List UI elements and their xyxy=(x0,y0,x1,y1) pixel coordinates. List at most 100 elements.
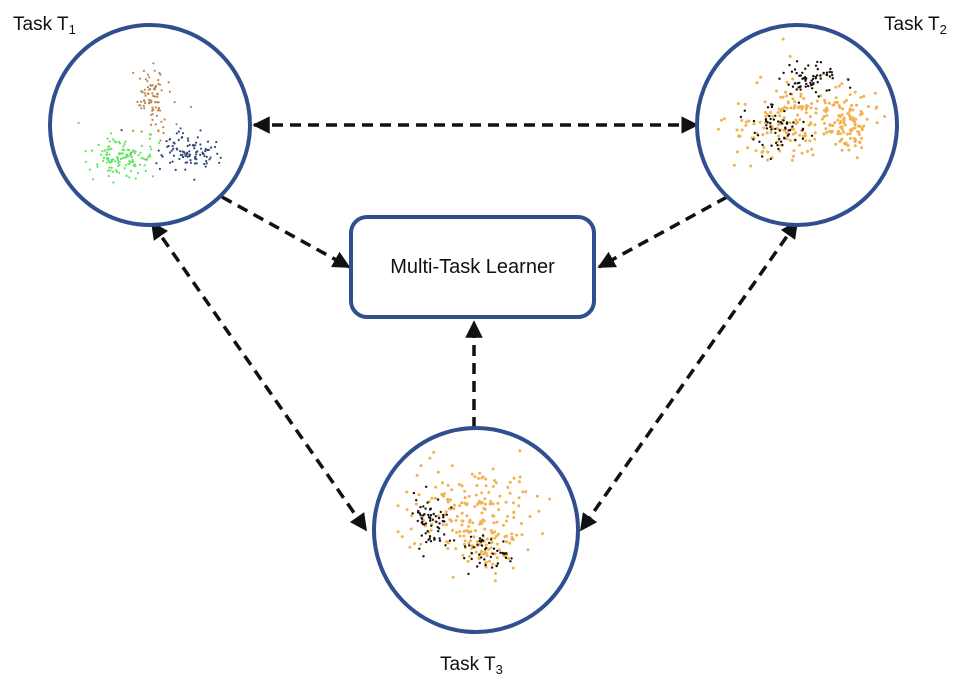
scatter-point xyxy=(796,106,800,110)
scatter-point xyxy=(423,513,426,516)
scatter-point xyxy=(809,106,813,110)
task2-scatter xyxy=(716,37,887,168)
scatter-point xyxy=(792,154,795,158)
scatter-point xyxy=(782,119,785,122)
scatter-point xyxy=(474,550,478,554)
scatter-point xyxy=(840,82,844,86)
scatter-point xyxy=(491,502,495,506)
scatter-point xyxy=(744,120,748,124)
scatter-point xyxy=(195,153,198,156)
scatter-point xyxy=(424,507,427,510)
scatter-point xyxy=(793,68,797,71)
scatter-point xyxy=(804,111,808,115)
scatter-point xyxy=(795,71,798,75)
scatter-point xyxy=(481,539,485,542)
scatter-point xyxy=(812,74,815,78)
scatter-point xyxy=(118,142,121,145)
scatter-point xyxy=(762,126,766,130)
scatter-point xyxy=(776,144,779,147)
scatter-point xyxy=(186,137,189,140)
scatter-point xyxy=(749,164,753,168)
scatter-point xyxy=(149,155,152,158)
scatter-point xyxy=(452,507,456,511)
scatter-point xyxy=(150,113,153,116)
scatter-point xyxy=(152,94,155,97)
scatter-point xyxy=(177,130,180,133)
scatter-point xyxy=(484,565,488,569)
scatter-point xyxy=(128,176,131,179)
scatter-point xyxy=(764,118,768,121)
scatter-point xyxy=(770,144,773,147)
scatter-point xyxy=(480,556,483,559)
scatter-point xyxy=(505,540,508,544)
scatter-point xyxy=(848,93,852,97)
scatter-point xyxy=(489,500,493,503)
scatter-point xyxy=(487,490,491,494)
scatter-point xyxy=(413,542,416,546)
scatter-point xyxy=(425,540,428,544)
scatter-point xyxy=(831,124,835,127)
scatter-point xyxy=(816,67,819,71)
scatter-point xyxy=(151,92,154,95)
scatter-point xyxy=(782,116,786,120)
scatter-point xyxy=(152,108,155,111)
scatter-point xyxy=(778,77,781,80)
scatter-point xyxy=(110,161,113,164)
scatter-point xyxy=(781,122,784,125)
scatter-point xyxy=(113,140,116,143)
scatter-point xyxy=(410,514,414,518)
scatter-point xyxy=(161,155,164,158)
scatter-point xyxy=(204,149,207,153)
scatter-point xyxy=(855,103,859,107)
scatter-point xyxy=(802,134,806,138)
scatter-point xyxy=(473,505,477,508)
scatter-point xyxy=(454,519,458,522)
scatter-point xyxy=(437,516,441,520)
scatter-point xyxy=(504,500,508,504)
scatter-point xyxy=(488,541,491,545)
scatter-point xyxy=(783,137,786,140)
scatter-point xyxy=(495,556,499,560)
scatter-point xyxy=(810,147,814,151)
scatter-point xyxy=(491,562,495,566)
scatter-point xyxy=(470,472,474,476)
scatter-point xyxy=(195,162,198,165)
scatter-point xyxy=(166,145,169,148)
scatter-point xyxy=(121,148,124,151)
scatter-point xyxy=(468,544,471,547)
scatter-point xyxy=(465,514,469,518)
scatter-point xyxy=(517,496,521,500)
scatter-point xyxy=(105,153,108,156)
scatter-point xyxy=(856,130,860,134)
scatter-point xyxy=(855,156,859,160)
scatter-point xyxy=(491,514,495,518)
scatter-point xyxy=(438,539,442,542)
scatter-point xyxy=(758,140,761,143)
scatter-point xyxy=(438,522,441,525)
scatter-point xyxy=(829,67,832,71)
scatter-point xyxy=(146,92,149,95)
scatter-point xyxy=(794,118,798,122)
scatter-point xyxy=(508,541,512,545)
scatter-point xyxy=(216,152,219,155)
scatter-point xyxy=(422,505,425,508)
scatter-point xyxy=(118,152,121,155)
scatter-point xyxy=(833,121,837,124)
scatter-point xyxy=(442,492,446,496)
scatter-point xyxy=(205,160,208,163)
scatter-point xyxy=(125,174,128,177)
scatter-point xyxy=(838,121,842,125)
scatter-point xyxy=(114,160,117,163)
scatter-point xyxy=(846,111,850,115)
scatter-point xyxy=(791,85,795,88)
scatter-point xyxy=(434,496,437,500)
scatter-point xyxy=(791,132,795,136)
scatter-point xyxy=(816,60,819,64)
scatter-point xyxy=(450,519,453,523)
scatter-point xyxy=(811,87,814,90)
task1-label: Task T1 xyxy=(13,14,76,37)
scatter-point xyxy=(541,532,544,536)
scatter-point xyxy=(435,520,438,524)
scatter-point xyxy=(159,139,162,142)
scatter-point xyxy=(792,121,795,124)
